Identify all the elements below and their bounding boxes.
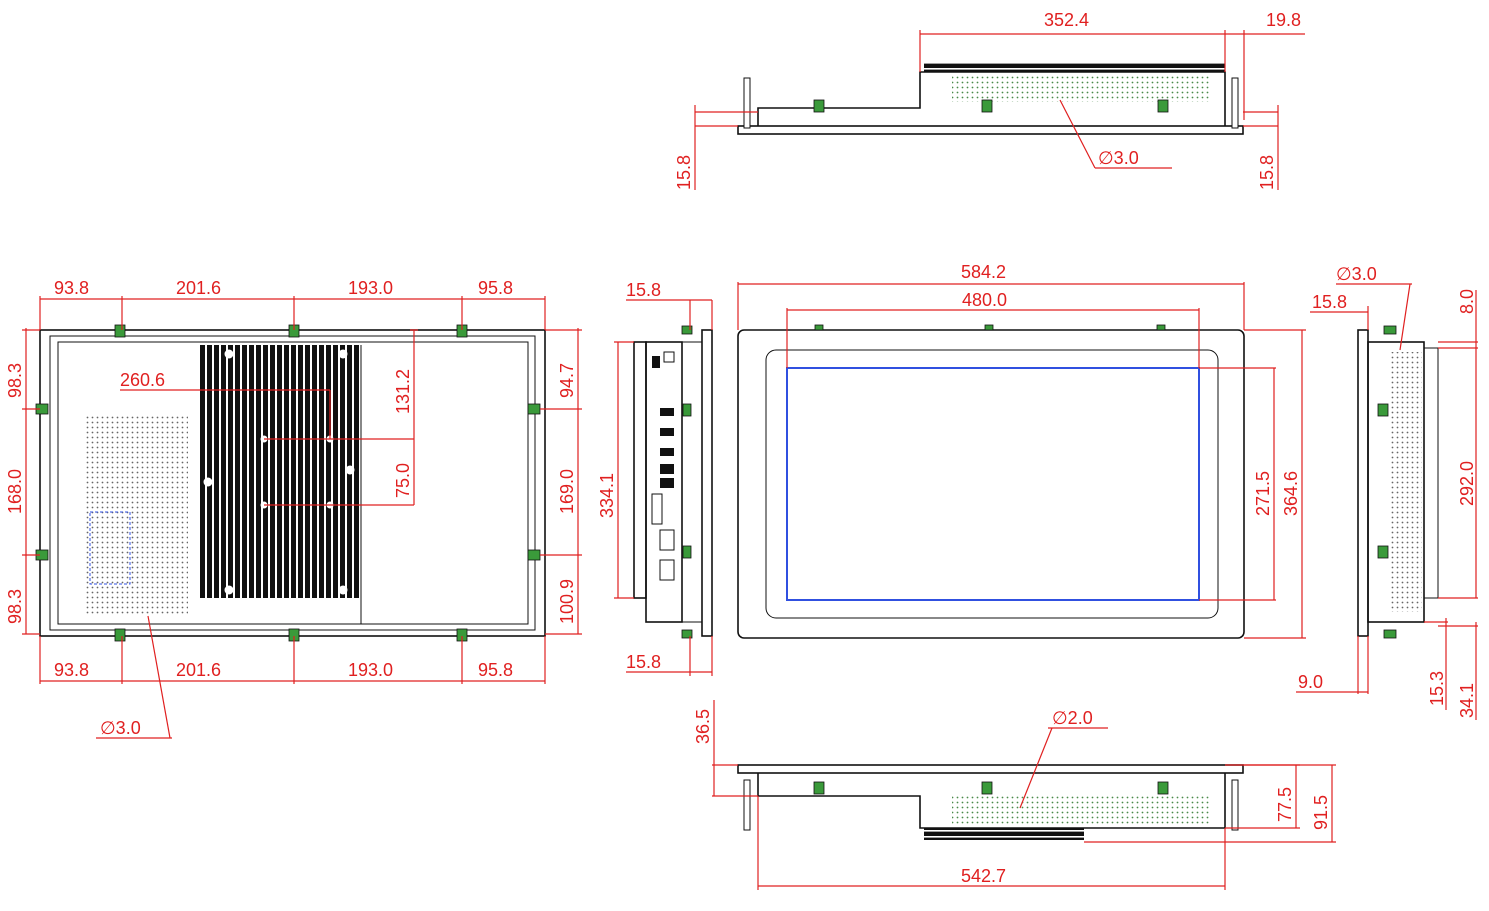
dim-rear-bottom-3: 193.0	[348, 660, 393, 680]
top-hole-label: ∅3.0	[1098, 148, 1139, 168]
dim-right-side-b: 8.0	[1457, 289, 1477, 314]
dim-rear-left-1: 98.3	[5, 363, 25, 398]
dim-front-width-outer: 584.2	[961, 262, 1006, 282]
dim-bottom-h: 36.5	[693, 709, 713, 744]
dim-rear-right-3: 100.9	[557, 579, 577, 624]
dim-right-side-f: 34.1	[1457, 683, 1477, 718]
dim-rear-right-2: 169.0	[557, 469, 577, 514]
dim-bottom-width: 542.7	[961, 866, 1006, 886]
right-side-vent	[1390, 352, 1422, 612]
bottom-view-housing	[757, 773, 1226, 829]
top-view-bracket	[743, 77, 751, 129]
dim-rear-top-1: 93.8	[54, 278, 89, 298]
dim-front-width-active: 480.0	[962, 290, 1007, 310]
dim-top-right: 19.8	[1266, 10, 1301, 30]
bottom-hole-label: ∅2.0	[1052, 708, 1093, 728]
dim-left-side-bottom: 15.8	[626, 652, 661, 672]
dim-right-side-e: 15.3	[1427, 671, 1447, 706]
dim-rear-bottom-2: 201.6	[176, 660, 221, 680]
dim-front-height-active: 271.5	[1253, 471, 1273, 516]
bottom-view-fins	[924, 828, 1084, 840]
right-side-view: ∅3.0 15.8 8.0 292.0 9.0 15.3 34.1	[1296, 264, 1478, 720]
dim-rear-vesa-v1: 131.2	[393, 369, 413, 414]
dim-rear-vesa-h: 260.6	[120, 370, 165, 390]
dim-bottom-a: 77.5	[1275, 787, 1295, 822]
top-view-bezel	[737, 125, 1244, 135]
bottom-view-vent	[952, 796, 1210, 826]
front-view: 584.2 480.0 271.5 364.6	[737, 262, 1306, 639]
bottom-view-bezel	[737, 764, 1244, 774]
rear-view: 93.8 201.6 193.0 95.8 93.8 201.6 193.0 9…	[5, 278, 582, 739]
dim-rear-left-2: 168.0	[5, 469, 25, 514]
left-side-view: 15.8 15.8 334.1	[597, 280, 713, 676]
top-view-clip	[813, 99, 825, 113]
right-hole-label: ∅3.0	[1336, 264, 1377, 284]
dim-bottom-b: 91.5	[1311, 795, 1331, 830]
dim-rear-top-4: 95.8	[478, 278, 513, 298]
dim-top-right-h: 15.8	[1257, 155, 1277, 190]
rear-hole-label: ∅3.0	[100, 718, 141, 738]
dim-rear-right-1: 94.7	[557, 363, 577, 398]
dim-rear-left-3: 98.3	[5, 589, 25, 624]
dim-rear-bottom-1: 93.8	[54, 660, 89, 680]
dim-rear-top-2: 201.6	[176, 278, 221, 298]
dim-rear-vesa-v2: 75.0	[393, 463, 413, 498]
dim-rear-bottom-4: 95.8	[478, 660, 513, 680]
top-view-clip	[981, 99, 993, 113]
dim-right-side-d: 9.0	[1298, 672, 1323, 692]
rear-clips	[35, 324, 541, 642]
top-view-vent	[952, 74, 1210, 102]
dim-rear-top-3: 193.0	[348, 278, 393, 298]
top-view: 352.4 19.8 15.8 15.8 ∅3.0	[674, 10, 1305, 190]
top-view-bracket	[1231, 77, 1239, 129]
dim-front-height-outer: 364.6	[1281, 471, 1301, 516]
dim-left-side-top: 15.8	[626, 280, 661, 300]
top-view-clip	[1157, 99, 1169, 113]
dim-right-side-a: 15.8	[1312, 292, 1347, 312]
dim-top-left-h: 15.8	[674, 155, 694, 190]
bottom-view: 36.5 ∅2.0 77.5 91.5 542.7	[693, 700, 1336, 890]
rear-speaker-grille	[86, 416, 188, 614]
dim-left-side-height: 334.1	[597, 473, 617, 518]
top-view-fins	[924, 62, 1225, 72]
top-view-housing	[757, 71, 1226, 126]
rear-heatsink	[198, 345, 361, 598]
dim-right-side-c: 292.0	[1457, 461, 1477, 506]
front-active-area	[786, 367, 1200, 601]
front-bezel	[737, 329, 1245, 639]
dim-top-depth: 352.4	[1044, 10, 1089, 30]
